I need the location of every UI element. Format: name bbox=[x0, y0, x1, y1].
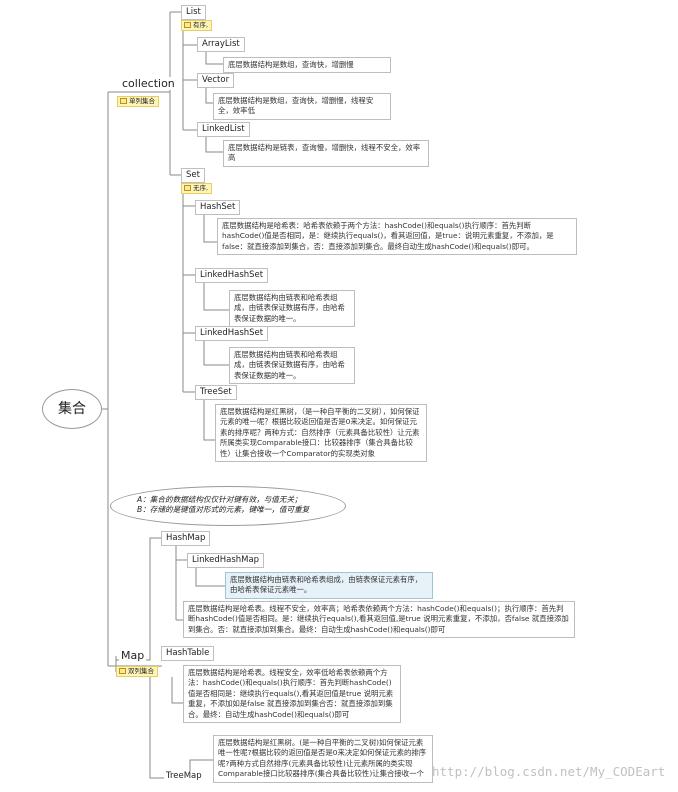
link-map-hashmap bbox=[116, 537, 162, 661]
linkedhashmap-node: LinkedHashMap bbox=[187, 553, 265, 568]
treeset-desc: 底层数据结构是红黑树，（是一种自平衡的二叉树），如何保证元素的唯一呢？根据比较返… bbox=[215, 404, 427, 463]
arraylist-node: ArrayList bbox=[197, 37, 245, 52]
link-list-children bbox=[182, 23, 198, 131]
collection-tag-label: 单列集合 bbox=[129, 97, 155, 105]
treemap-node: TreeMap bbox=[166, 771, 202, 782]
note-icon bbox=[119, 668, 126, 674]
link-treemap-desc bbox=[189, 759, 214, 772]
map-tag-label: 双列集合 bbox=[128, 667, 154, 675]
arraylist-desc: 底层数据结构是数组，查询快，增删慢 bbox=[223, 57, 391, 74]
note-line-a: A：集合的数据结构仅仅针对键有效，与值无关； bbox=[137, 495, 302, 504]
link-map-treemap bbox=[116, 669, 164, 779]
link-lhm-desc bbox=[195, 566, 226, 587]
link-hashtable-desc bbox=[171, 677, 184, 704]
list-tag-label: 有序, bbox=[193, 21, 209, 29]
list-node: List bbox=[181, 5, 206, 20]
note-icon bbox=[120, 98, 127, 104]
root-label: 集合 bbox=[58, 401, 86, 417]
hashset-desc: 底层数据结构是哈希表：哈希表依赖于两个方法：hashCode()和equals(… bbox=[217, 218, 577, 256]
linkedlist-node: LinkedList bbox=[197, 122, 250, 137]
link-vector-desc bbox=[205, 85, 214, 104]
root-node: 集合 bbox=[42, 389, 102, 429]
vector-desc: 底层数据结构是数组，查询快，增删慢，线程安全，效率低 bbox=[213, 93, 391, 120]
collection-tag: 单列集合 bbox=[117, 96, 159, 107]
linkedhashset-desc-1: 底层数据结构由链表和哈希表组成，由链表保证数据有序，由哈希表保证数据的唯一。 bbox=[229, 290, 355, 328]
note-icon bbox=[184, 185, 191, 191]
vector-node: Vector bbox=[197, 73, 235, 88]
collection-node: collection bbox=[120, 77, 177, 90]
set-tag-label: 无序, bbox=[193, 184, 209, 192]
hashmap-node: HashMap bbox=[161, 531, 211, 546]
hashtable-node: HashTable bbox=[161, 646, 215, 661]
treeset-node: TreeSet bbox=[195, 385, 237, 400]
link-lhs2-desc bbox=[203, 339, 230, 366]
link-set-children bbox=[182, 186, 196, 393]
link-hashmap-children bbox=[175, 544, 188, 621]
link-lhs1-desc bbox=[203, 281, 230, 311]
linkedhashset-desc-2: 底层数据结构由链表和哈希表组成，由链表保证数据有序，由哈希表保证数据的唯一。 bbox=[229, 347, 355, 385]
linkedlist-desc: 底层数据结构是链表，查询慢，增删快，线程不安全，效率高 bbox=[223, 140, 429, 167]
note-line-b: B：存储的是键值对形式的元素，键唯一，值可重复 bbox=[137, 505, 310, 514]
map-tag: 双列集合 bbox=[116, 666, 158, 677]
hashset-node: HashSet bbox=[195, 200, 241, 215]
set-node: Set bbox=[181, 168, 205, 183]
hashmap-desc: 底层数据结构是哈希表。线程不安全，效率高；哈希表依赖两个方法：hashCode(… bbox=[183, 601, 575, 639]
linkedhashset-node-1: LinkedHashSet bbox=[195, 268, 269, 283]
linkedhashmap-desc: 底层数据结构由链表和哈希表组成，由链表保证元素有序，由哈希表保证元素唯一。 bbox=[225, 572, 433, 599]
note-icon bbox=[184, 22, 191, 28]
link-arraylist-desc bbox=[205, 50, 224, 65]
list-tag: 有序, bbox=[181, 20, 213, 31]
linkedhashset-node-2: LinkedHashSet bbox=[195, 326, 269, 341]
link-root-trunk bbox=[102, 92, 109, 666]
watermark-text: http://blog.csdn.net/My_CODEart bbox=[432, 764, 666, 779]
set-tag: 无序, bbox=[181, 183, 213, 194]
map-node: Map bbox=[119, 649, 147, 662]
hashtable-desc: 底层数据结构是哈希表。线程安全，效率低哈希表依赖两个方法：hashCode()和… bbox=[183, 665, 401, 724]
link-treeset-desc bbox=[203, 398, 216, 441]
map-note-callout: A：集合的数据结构仅仅针对键有效，与值无关； B：存储的是键值对形式的元素，键唯… bbox=[110, 486, 346, 526]
treemap-desc: 底层数据结构是红黑树。(是一种自平衡的二叉树)如何保证元素唯一性呢?根据比较的返… bbox=[213, 735, 433, 783]
link-linkedlist-desc bbox=[205, 134, 224, 153]
link-hashset-desc bbox=[203, 212, 218, 243]
